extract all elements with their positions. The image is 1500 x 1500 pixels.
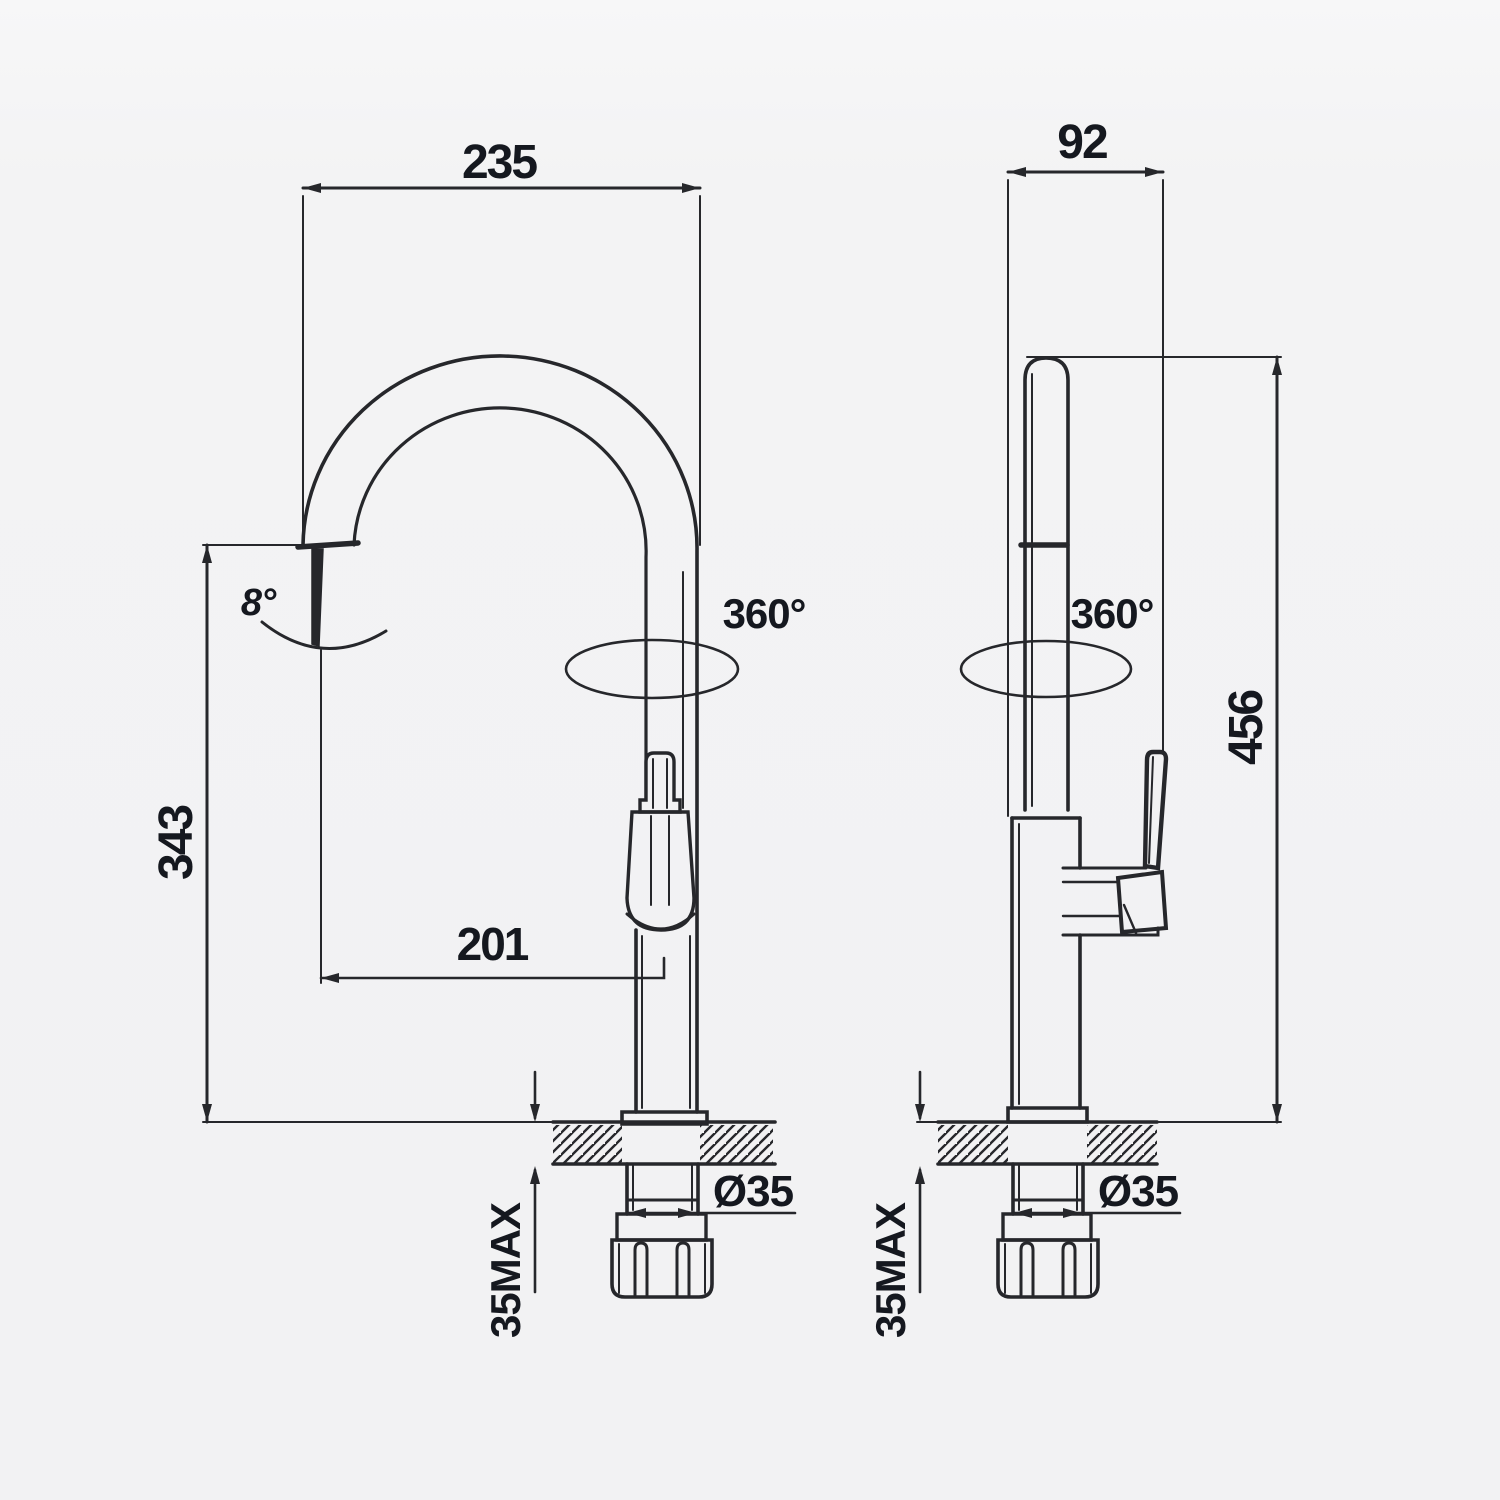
front-tilt-label: 8° [241, 582, 277, 624]
side-mounting [996, 1162, 1100, 1299]
counter-hatch-right [1087, 1125, 1157, 1163]
dim-front-tilt: 8° [241, 582, 278, 624]
swivel-ellipse [959, 639, 1133, 699]
dim-side-total-height: 456 [1026, 355, 1282, 1124]
handle-lever [1142, 749, 1169, 871]
aerator-nozzle [311, 548, 324, 647]
side-depth-label: 92 [1057, 116, 1107, 169]
side-counter-max-label: 35MAX [867, 1202, 914, 1338]
side-total-height-label: 456 [1220, 691, 1273, 765]
tilt-swing-arc [260, 620, 388, 650]
counter-hatch-right [700, 1125, 773, 1163]
front-body-column [620, 928, 709, 1126]
dim-side-swivel: 360° [959, 590, 1154, 699]
dim-front-counter-max: 35MAX [482, 1070, 540, 1338]
front-mounting [610, 1162, 714, 1299]
front-view: 360° 8° 235 343 201 [150, 136, 806, 1338]
front-swivel-label: 360° [723, 590, 806, 637]
front-spout-reach-label: 235 [462, 136, 537, 189]
front-handle [625, 751, 696, 932]
side-hole-diameter-label: Ø35 [1098, 1167, 1179, 1216]
front-outlet-reach-label: 201 [457, 918, 529, 970]
front-height-label: 343 [150, 806, 203, 880]
dim-side-counter-max: 35MAX [867, 1070, 925, 1338]
side-view: 360° 92 456 35MAX [867, 116, 1282, 1338]
side-swivel-label: 360° [1071, 590, 1154, 637]
side-spout [1018, 356, 1070, 812]
side-body [1006, 816, 1160, 1124]
dim-front-hole-diameter: Ø35 [626, 1167, 797, 1218]
dim-front-outlet-reach: 201 [319, 649, 666, 984]
side-base-flange [1006, 1106, 1089, 1124]
front-hole-diameter-label: Ø35 [713, 1167, 794, 1216]
counter-hatch-left [553, 1125, 622, 1163]
handle-pivot-block [1115, 869, 1169, 935]
side-handle [1115, 749, 1169, 935]
swivel-ellipse [564, 638, 740, 700]
washer [1001, 1212, 1093, 1242]
dim-side-hole-diameter: Ø35 [1012, 1167, 1182, 1218]
mounting-nut [996, 1238, 1100, 1299]
dim-front-spout-reach: 235 [301, 136, 702, 546]
handle-bell [625, 810, 696, 932]
dim-front-height: 343 [150, 543, 348, 1124]
dim-front-swivel: 360° [564, 590, 806, 700]
washer [615, 1212, 708, 1242]
front-countertop [202, 1120, 777, 1166]
front-counter-max-label: 35MAX [482, 1202, 529, 1338]
dim-side-depth: 92 [1006, 116, 1165, 817]
counter-hatch-left [938, 1125, 1008, 1163]
base-flange [620, 1110, 709, 1126]
front-spout [260, 354, 699, 1114]
side-countertop [916, 1120, 1282, 1166]
mounting-nut [610, 1238, 714, 1299]
